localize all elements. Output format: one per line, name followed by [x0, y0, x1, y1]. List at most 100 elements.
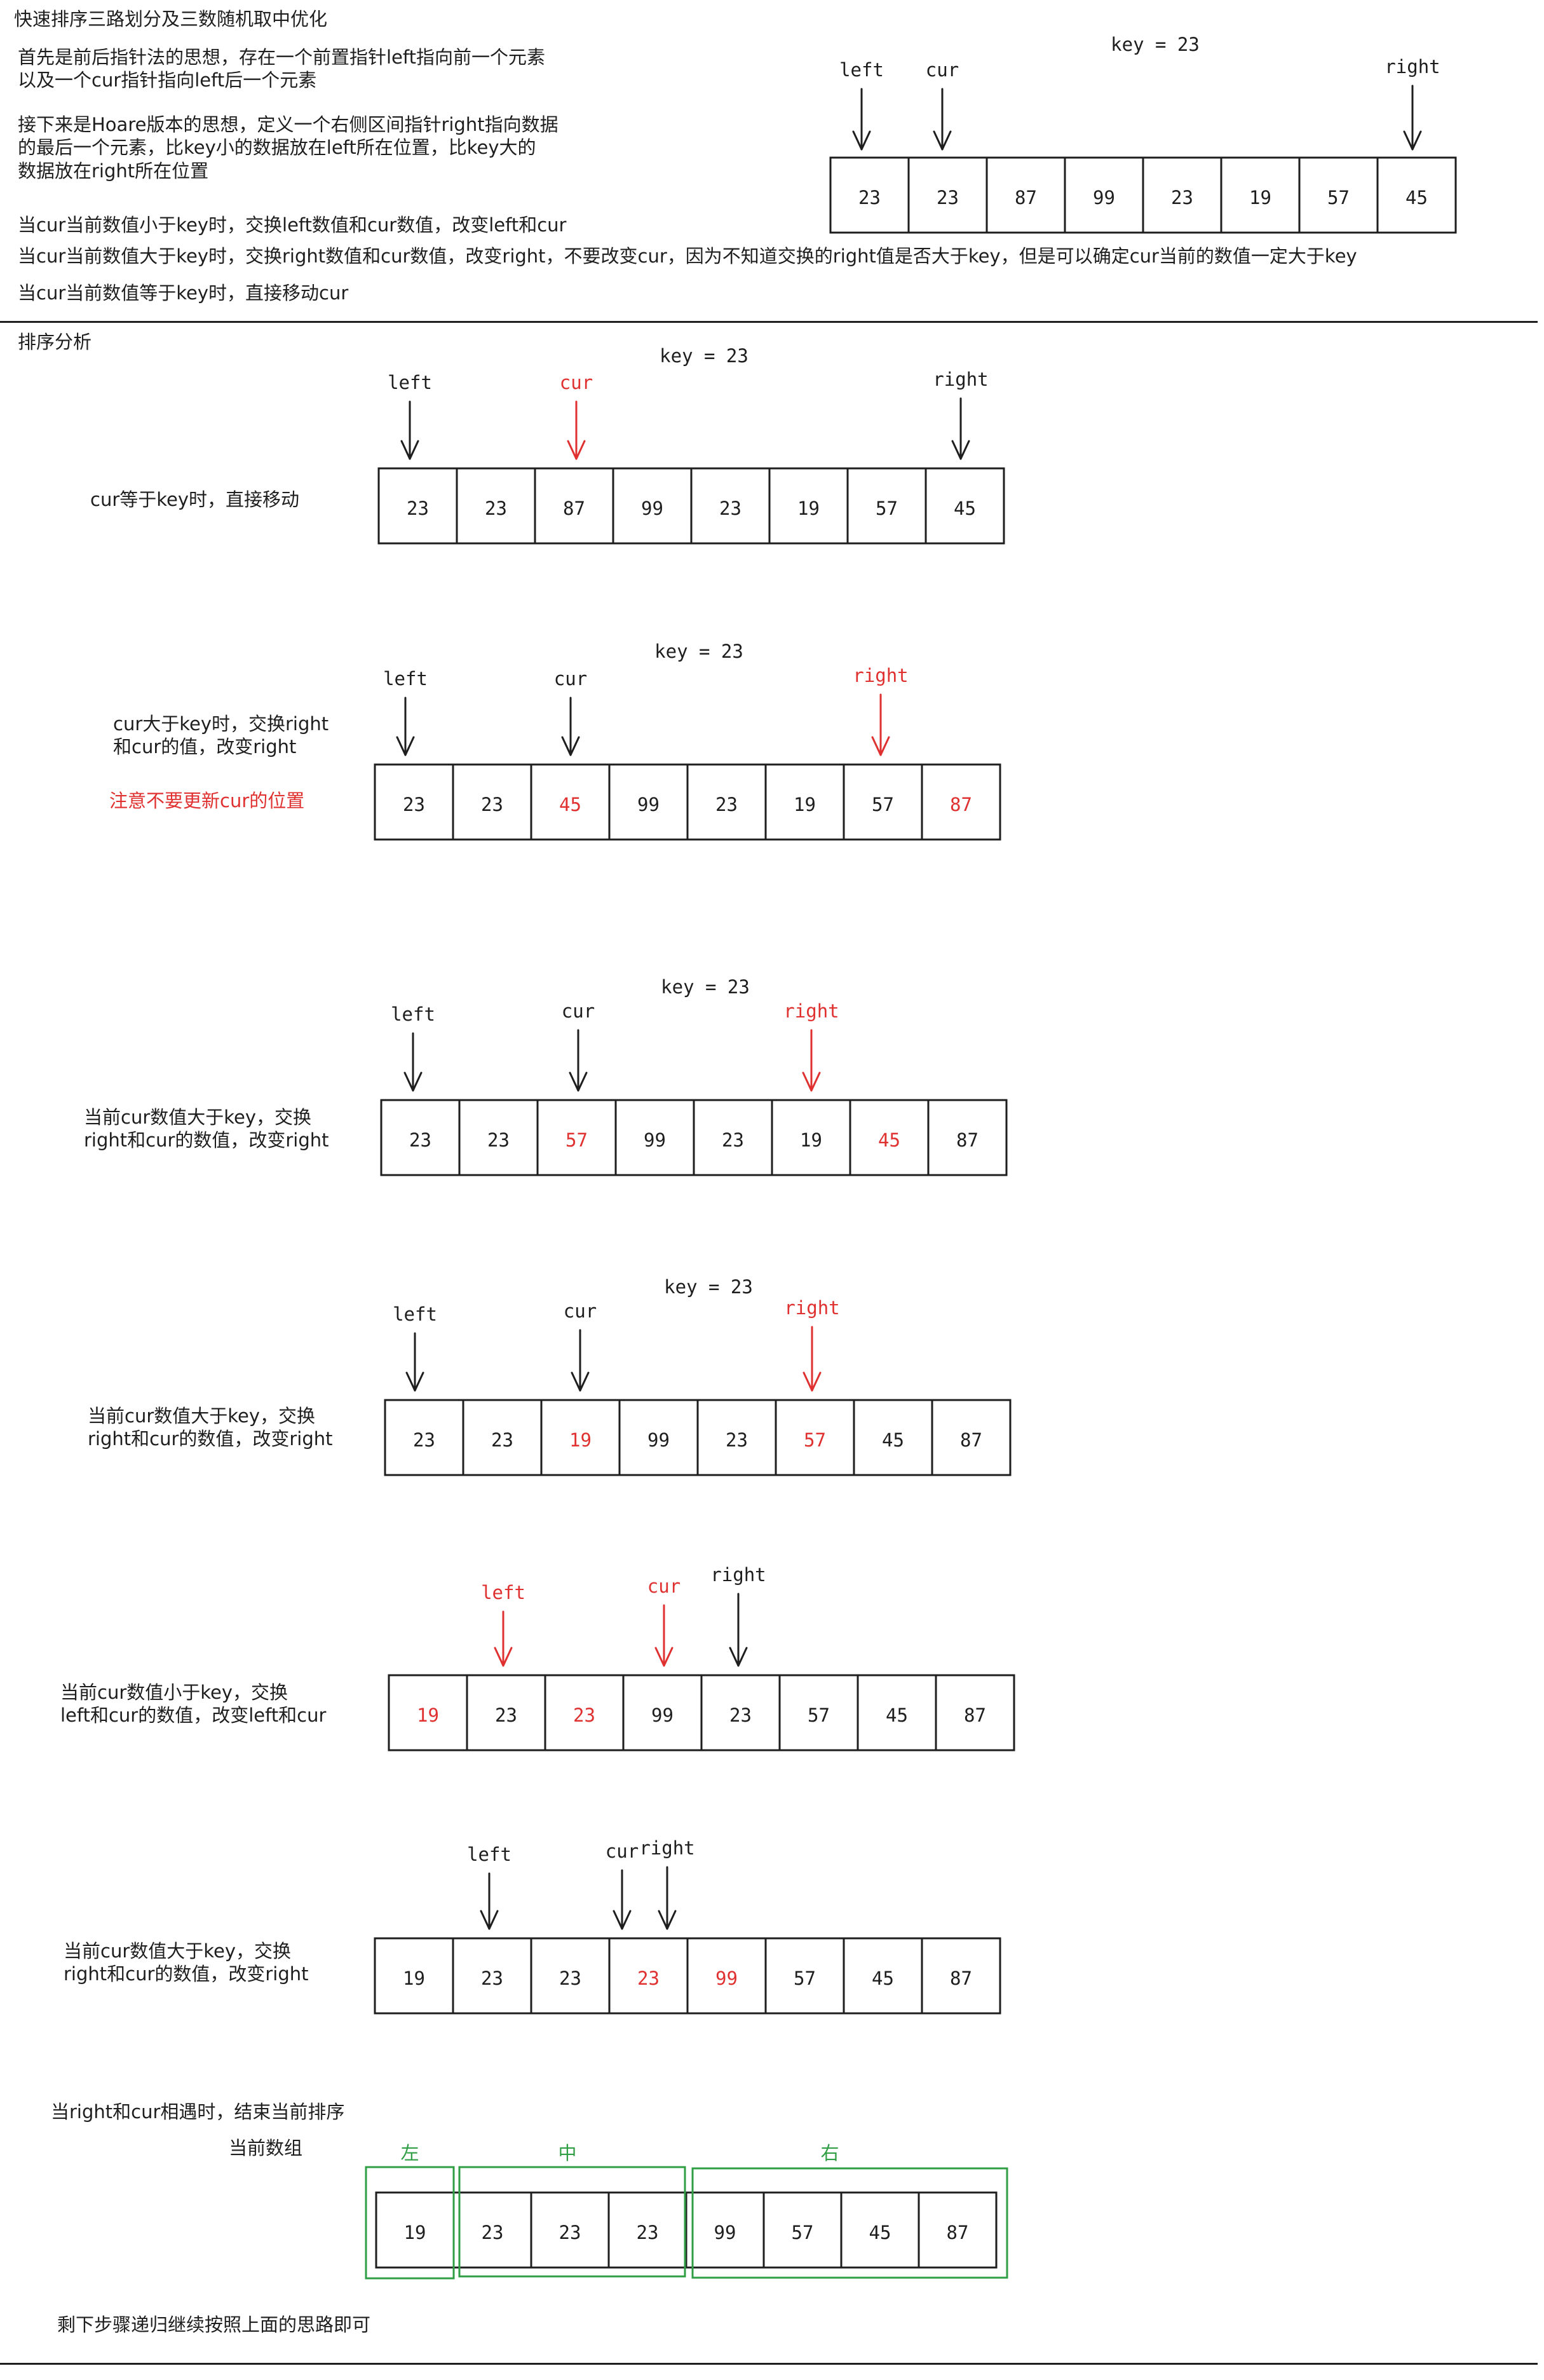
analysis-heading: 排序分析: [18, 331, 92, 353]
step-2-cell-value-3: 99: [637, 794, 660, 815]
intro-cell-value-3: 99: [1093, 187, 1115, 208]
step-3-cell-value-4: 23: [722, 1129, 744, 1151]
step-1-cell-value-5: 19: [797, 498, 820, 519]
step-1-cell-value-1: 23: [485, 498, 507, 519]
step-4-pointer-right-arrow-icon-head: [802, 1371, 822, 1392]
step-4-pointer-right-arrow-icon: [802, 1326, 822, 1392]
step-4-pointer-left-arrow-icon-head: [405, 1371, 424, 1392]
step-4-cell-value-4: 23: [726, 1429, 748, 1451]
final-group-2-label: 右: [820, 2142, 839, 2164]
step-6-cell-value-6: 45: [872, 1968, 894, 1989]
step-4-cell-value-5: 57: [804, 1429, 826, 1451]
intro-cell-value-1: 23: [937, 187, 959, 208]
step-4-pointer-right-label: right: [784, 1297, 839, 1319]
step-5-cell-value-2: 23: [573, 1704, 595, 1726]
step-5-pointer-right-arrow-icon-head: [729, 1647, 748, 1667]
final-cell-value-5: 57: [792, 2222, 814, 2243]
intro-pointer-right-arrow-icon-head: [1403, 130, 1422, 151]
step-3-pointer-left-arrow-icon: [403, 1032, 423, 1092]
step-5-pointer-right-arrow-icon: [729, 1593, 748, 1667]
footer-note: 剩下步骤递归继续按照上面的思路即可: [57, 2314, 371, 2336]
step-3-pointer-cur-arrow-icon: [569, 1029, 588, 1092]
step-6-pointer-right-arrow-icon-head: [658, 1910, 677, 1930]
intro-pointer-right-label: right: [1385, 56, 1440, 78]
step-1-pointer-cur-label: cur: [560, 372, 593, 393]
step-6-cell-value-4: 99: [715, 1968, 738, 1989]
step-6-cell-value-0: 19: [403, 1968, 425, 1989]
step-2-warning: 注意不要更新cur的位置: [109, 790, 305, 812]
step-4-cell-value-3: 99: [647, 1429, 670, 1451]
intro-pointer-left-label: left: [839, 59, 884, 81]
step-1-pointer-right-arrow-icon: [951, 397, 970, 460]
step-2-pointer-cur-label: cur: [554, 668, 587, 690]
step-2-pointer-cur-arrow-icon-head: [561, 736, 580, 756]
step-6-pointer-left-label: left: [467, 1844, 511, 1865]
step-5-pointer-right-label: right: [710, 1564, 766, 1586]
intro-pointer-cur-arrow-icon-head: [933, 130, 952, 151]
step-6-pointer-left-arrow-icon-head: [480, 1910, 499, 1930]
step-6-cell-value-5: 57: [794, 1968, 816, 1989]
step-1-cell-value-7: 45: [954, 498, 976, 519]
step-4-pointer-left-arrow-icon: [405, 1332, 424, 1392]
step-2-pointer-left-arrow-icon-head: [396, 736, 415, 756]
intro-pointer-left-arrow-icon: [852, 88, 871, 151]
section-divider-bottom: [0, 2363, 1538, 2365]
step-1-cell-value-0: 23: [407, 498, 429, 519]
step-4-cell-value-0: 23: [413, 1429, 435, 1451]
step-6-pointer-cur-arrow-icon-head: [613, 1910, 632, 1930]
step-3-pointer-left-label: left: [391, 1003, 435, 1025]
step-3-cell-value-7: 87: [956, 1129, 979, 1151]
page-title: 快速排序三路划分及三数随机取中优化: [14, 8, 328, 30]
final-group-1-label: 中: [558, 2142, 576, 2164]
final-cell-value-1: 23: [482, 2222, 504, 2243]
intro-pointer-right-arrow-icon: [1403, 85, 1422, 151]
rule-less-than-key: 当cur当前数值小于key时，交换left数值和cur数值，改变left和cur: [18, 214, 567, 236]
step-2-cell-value-0: 23: [403, 794, 425, 815]
step-2-pointer-right-arrow-icon: [871, 693, 890, 756]
step-2-pointer-left-arrow-icon: [396, 697, 415, 756]
step-6-pointer-right-arrow-icon: [658, 1866, 677, 1930]
step-3-cell-value-5: 19: [800, 1129, 822, 1151]
step-3-key-label: key = 23: [661, 976, 750, 998]
step-3-cell-value-2: 57: [565, 1129, 588, 1151]
final-group-1-box: [458, 2166, 686, 2278]
intro-pointer-cur-label: cur: [926, 59, 959, 81]
step-5-cell-value-6: 45: [886, 1704, 908, 1726]
final-group-0-box: [365, 2166, 455, 2280]
step-5-note: 当前cur数值小于key，交换 left和cur的数值，改变left和cur: [60, 1682, 327, 1727]
intro-paragraph-front-back-pointer: 首先是前后指针法的思想，存在一个前置指针left指向前一个元素 以及一个cur指…: [18, 46, 545, 92]
step-5-cell-value-5: 57: [808, 1704, 830, 1726]
final-cell-value-2: 23: [559, 2222, 581, 2243]
intro-cell-value-7: 45: [1405, 187, 1428, 208]
step-1-pointer-left-arrow-icon: [400, 400, 419, 460]
step-4-note: 当前cur数值大于key，交换 right和cur的数值，改变right: [88, 1405, 333, 1450]
step-5-pointer-left-arrow-icon: [494, 1610, 513, 1667]
step-2-cell-value-4: 23: [715, 794, 738, 815]
step-1-pointer-cur-arrow-icon: [567, 400, 586, 460]
step-5-cell-value-1: 23: [495, 1704, 517, 1726]
rule-greater-than-key: 当cur当前数值大于key时，交换right数值和cur数值，改变right，不…: [18, 245, 1357, 267]
step-4-cell-value-2: 19: [569, 1429, 592, 1451]
step-3-pointer-left-arrow-icon-head: [403, 1071, 423, 1092]
step-1-cell-value-4: 23: [719, 498, 742, 519]
intro-paragraph-hoare: 接下来是Hoare版本的思想，定义一个右侧区间指针right指向数据 的最后一个…: [18, 114, 559, 182]
final-group-2-box: [691, 2167, 1008, 2279]
step-1-cell-value-6: 57: [876, 498, 898, 519]
intro-cell-value-6: 57: [1327, 187, 1350, 208]
step-6-cell-value-2: 23: [559, 1968, 581, 1989]
intro-cell-value-2: 87: [1015, 187, 1037, 208]
step-2-note: cur大于key时，交换right 和cur的值，改变right: [113, 713, 329, 758]
step-6-note: 当前cur数值大于key，交换 right和cur的数值，改变right: [64, 1940, 309, 1985]
step-2-cell-value-2: 45: [559, 794, 581, 815]
step-3-pointer-right-arrow-icon: [802, 1029, 821, 1092]
final-cell-value-6: 45: [869, 2222, 891, 2243]
step-4-pointer-left-label: left: [393, 1303, 437, 1325]
step-1-cell-value-3: 99: [641, 498, 663, 519]
step-5-pointer-left-arrow-icon-head: [494, 1647, 513, 1667]
step-5-pointer-cur-label: cur: [647, 1575, 681, 1597]
step-5-cell-value-7: 87: [964, 1704, 986, 1726]
step-2-cell-value-1: 23: [481, 794, 503, 815]
step-5-pointer-left-label: left: [481, 1582, 525, 1603]
final-cell-value-4: 99: [714, 2222, 736, 2243]
